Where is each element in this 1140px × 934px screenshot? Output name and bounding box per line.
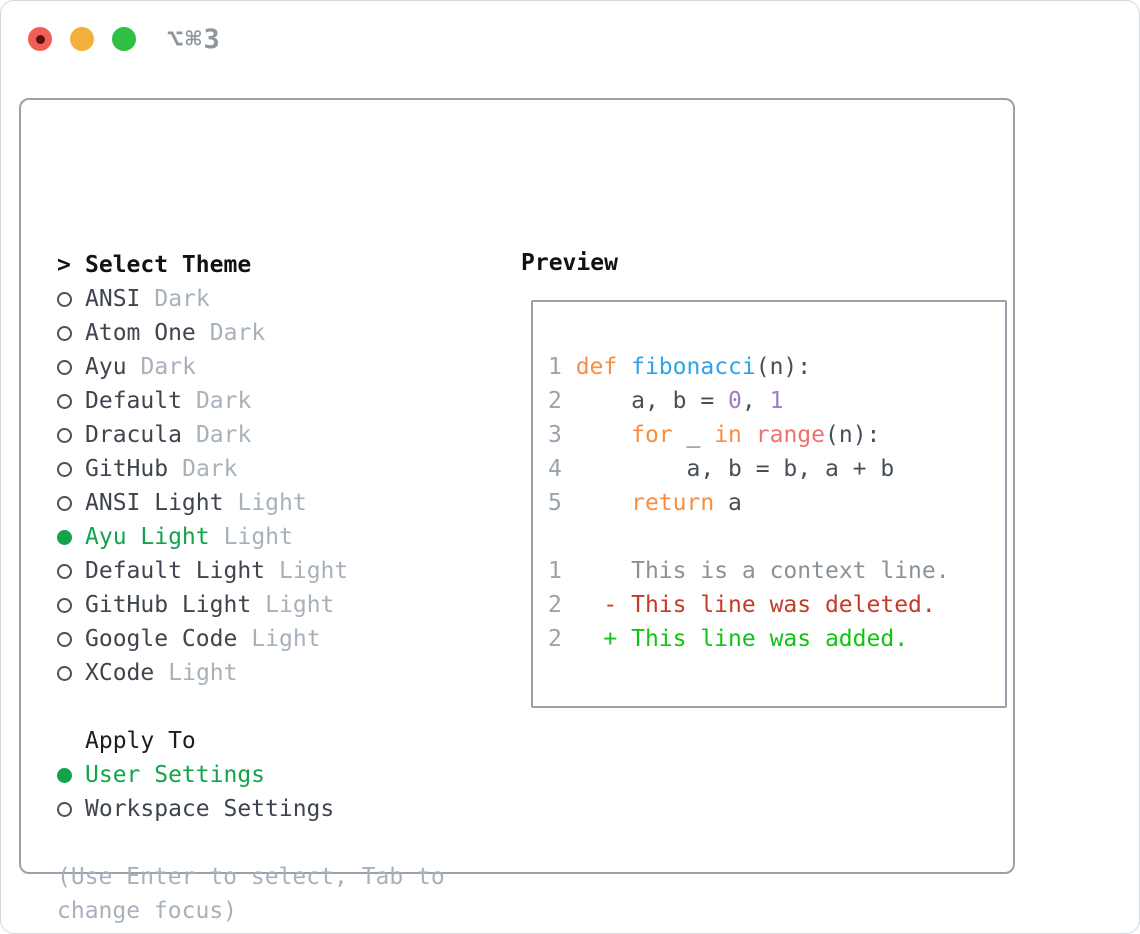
radio-icon [57,665,72,681]
hint-line: (Use Enter to select, Tab to [57,864,445,890]
code-line: 5 return a [548,490,742,516]
option-variant-label: Light [265,592,335,618]
theme-option[interactable]: Default Dark [57,384,348,418]
option-label: Ayu [85,354,127,380]
zoom-button[interactable] [112,27,136,51]
close-button[interactable] [28,27,52,51]
theme-option[interactable]: Ayu Light Light [57,520,348,554]
preview-title: Preview [521,250,618,276]
option-label: ANSI Light [85,490,224,516]
code-preview: 1 def fibonacci(n): 2 a, b = 0, 1 3 for _ … [533,302,1005,656]
theme-option[interactable]: GitHub Dark [57,452,348,486]
option-variant-label: Dark [182,456,238,482]
code-line: 2 + This line was added. [548,626,909,652]
radio-icon [57,563,72,579]
apply-option[interactable]: Workspace Settings [57,792,334,826]
theme-option[interactable]: Default Light Light [57,554,348,588]
preview-pane: 1 def fibonacci(n): 2 a, b = 0, 1 3 for _ … [531,300,1007,708]
theme-option[interactable]: ANSI Light Light [57,486,348,520]
apply-to-header: Apply To [57,724,334,758]
option-label: Default [85,388,182,414]
code-line: 2 - This line was deleted. [548,592,936,618]
theme-option[interactable]: GitHub Light Light [57,588,348,622]
code-line: 2 a, b = 0, 1 [548,388,784,414]
radio-icon [57,597,72,613]
option-variant-label: Dark [195,422,252,448]
option-label: User Settings [85,762,266,788]
option-label: GitHub Light [85,592,252,618]
theme-option[interactable]: XCode Light [57,656,348,690]
radio-icon [57,325,72,341]
window-shortcut-label: ⌥⌘3 [167,24,222,55]
option-variant-label: Light [237,490,307,516]
apply-option[interactable]: User Settings [57,758,334,792]
code-line: 4 a, b = b, a + b [548,456,895,482]
option-variant-label: Dark [195,388,252,414]
option-variant-label: Light [168,660,238,686]
option-label: XCode [85,660,155,686]
radio-icon [57,801,72,817]
theme-option[interactable]: Ayu Dark [57,350,348,384]
radio-selected-icon [57,767,72,783]
theme-option[interactable]: ANSI Dark [57,282,348,316]
radio-icon [57,461,72,477]
code-line: 1 def fibonacci(n): [548,354,812,380]
option-variant-label: Light [223,524,293,550]
theme-option[interactable]: Atom One Dark [57,316,348,350]
option-variant-label: Dark [154,286,210,312]
focus-caret-icon: > [57,252,71,278]
option-label: Dracula [85,422,182,448]
radio-selected-icon [57,529,72,545]
option-label: Ayu Light [85,524,210,550]
option-label: Workspace Settings [85,796,335,822]
radio-icon [57,359,72,375]
option-variant-label: Light [279,558,349,584]
option-label: Atom One [85,320,196,346]
radio-icon [57,291,72,307]
theme-menu-header: > Select Theme [57,248,348,282]
option-variant-label: Light [251,626,321,652]
theme-option[interactable]: Google Code Light [57,622,348,656]
code-line: 3 for _ in range(n): [548,422,881,448]
theme-option[interactable]: Dracula Dark [57,418,348,452]
hint-line: change focus) [57,898,238,924]
option-label: GitHub [85,456,169,482]
minimize-button[interactable] [70,27,94,51]
code-line: 1 This is a context line. [548,558,950,584]
option-variant-label: Dark [209,320,266,346]
radio-icon [57,393,72,409]
radio-icon [57,495,72,511]
radio-icon [57,631,72,647]
option-label: Google Code [85,626,238,652]
theme-menu-title: Select Theme [85,252,252,278]
code-line [548,520,1005,554]
apply-to-title: Apply To [85,728,196,754]
keyboard-hint: (Use Enter to select, Tab to change focu… [57,860,445,928]
radio-icon [57,427,72,443]
option-variant-label: Dark [140,354,196,380]
option-label: Default Light [85,558,266,584]
option-label: ANSI [85,286,141,312]
